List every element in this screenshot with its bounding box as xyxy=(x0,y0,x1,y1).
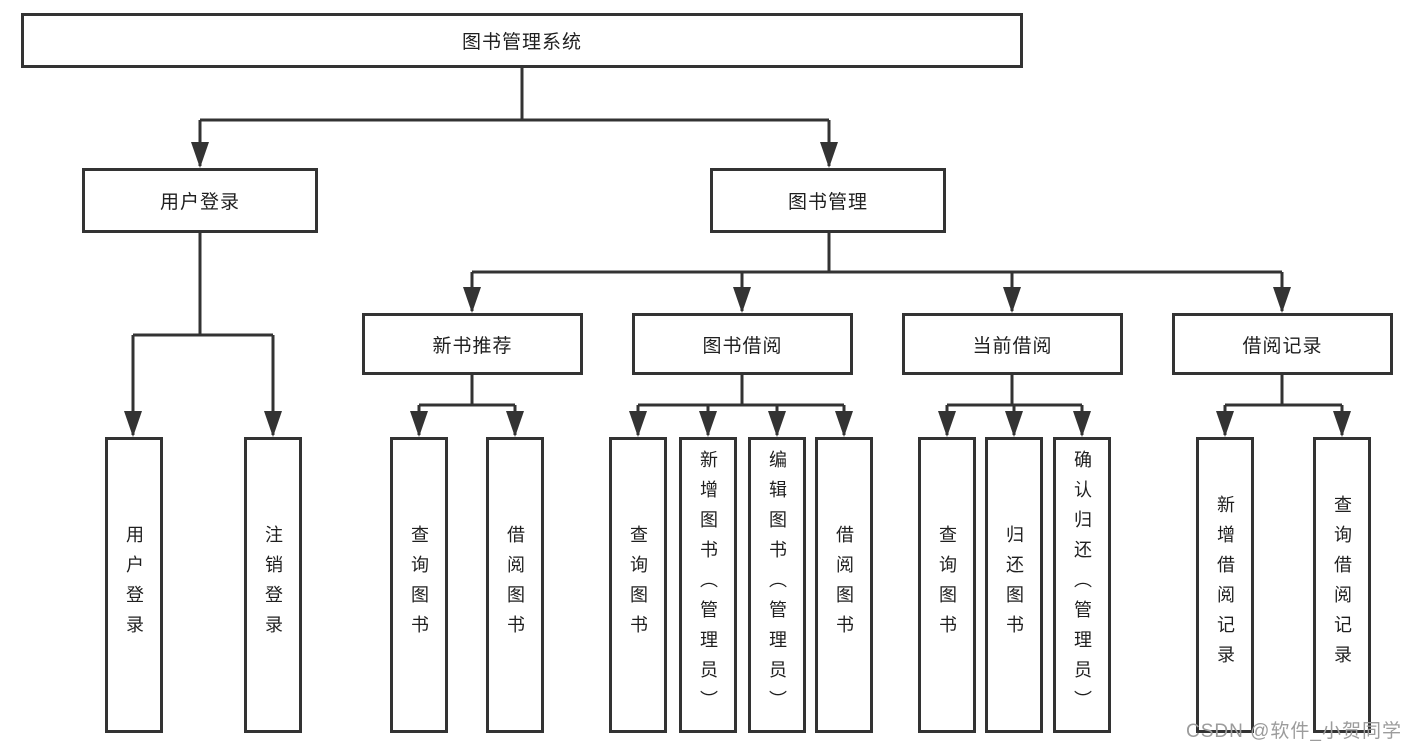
node-book-borrowing: 图书借阅 xyxy=(632,313,853,375)
node-label: 新书推荐 xyxy=(432,335,513,357)
leaf-query-books-recommend: 查询图书 xyxy=(390,437,448,733)
node-label: 查询图书 xyxy=(409,525,429,645)
leaf-edit-book-admin: 编辑图书（管理员） xyxy=(748,437,806,733)
leaf-borrow-books-recommend: 借阅图书 xyxy=(486,437,544,733)
csdn-watermark: CSDN @软件_小贺同学 xyxy=(1186,721,1402,742)
leaf-confirm-return-admin: 确认归还（管理员） xyxy=(1053,437,1111,733)
node-label: 借阅记录 xyxy=(1242,335,1323,357)
node-root-library-system: 图书管理系统 xyxy=(21,13,1023,68)
connector-root xyxy=(191,68,838,168)
node-label: 用户登录 xyxy=(159,192,240,213)
connector-user-login xyxy=(124,233,282,437)
leaf-query-books-borrow: 查询图书 xyxy=(609,437,667,733)
node-label: 图书借阅 xyxy=(702,335,783,357)
node-label: 当前借阅 xyxy=(972,335,1053,357)
node-new-book-recommendation: 新书推荐 xyxy=(362,313,583,375)
node-label: 查询图书 xyxy=(937,525,957,645)
node-label: 借阅图书 xyxy=(834,525,854,645)
connector-book-management xyxy=(463,232,1291,313)
leaf-user-login: 用户登录 xyxy=(105,437,163,733)
connector-new-book xyxy=(410,375,524,437)
node-user-login: 用户登录 xyxy=(82,168,318,233)
node-label: 图书管理 xyxy=(787,192,868,213)
leaf-return-books: 归还图书 xyxy=(985,437,1043,733)
leaf-logout: 注销登录 xyxy=(244,437,302,733)
node-label: 新增图书（管理员） xyxy=(698,450,718,720)
leaf-borrow-books: 借阅图书 xyxy=(815,437,873,733)
node-book-management: 图书管理 xyxy=(710,168,946,233)
connector-borrow-records xyxy=(1216,375,1351,437)
leaf-query-borrow-record: 查询借阅记录 xyxy=(1313,437,1371,733)
node-label: 查询借阅记录 xyxy=(1332,495,1352,675)
connector-book-borrow xyxy=(629,375,853,437)
connector-current-borrow xyxy=(938,375,1091,437)
node-label: 注销登录 xyxy=(263,525,283,645)
node-label: 图书管理系统 xyxy=(461,32,582,53)
node-label: 新增借阅记录 xyxy=(1215,495,1235,675)
node-label: 确认归还（管理员） xyxy=(1072,450,1092,720)
node-borrowing-records: 借阅记录 xyxy=(1172,313,1393,375)
node-label: 用户登录 xyxy=(124,525,144,645)
leaf-add-borrow-record: 新增借阅记录 xyxy=(1196,437,1254,733)
node-label: 编辑图书（管理员） xyxy=(767,450,787,720)
node-current-borrowing: 当前借阅 xyxy=(902,313,1123,375)
node-label: 查询图书 xyxy=(628,525,648,645)
node-label: 归还图书 xyxy=(1004,525,1024,645)
leaf-add-book-admin: 新增图书（管理员） xyxy=(679,437,737,733)
node-label: 借阅图书 xyxy=(505,525,525,645)
leaf-query-books-current: 查询图书 xyxy=(918,437,976,733)
